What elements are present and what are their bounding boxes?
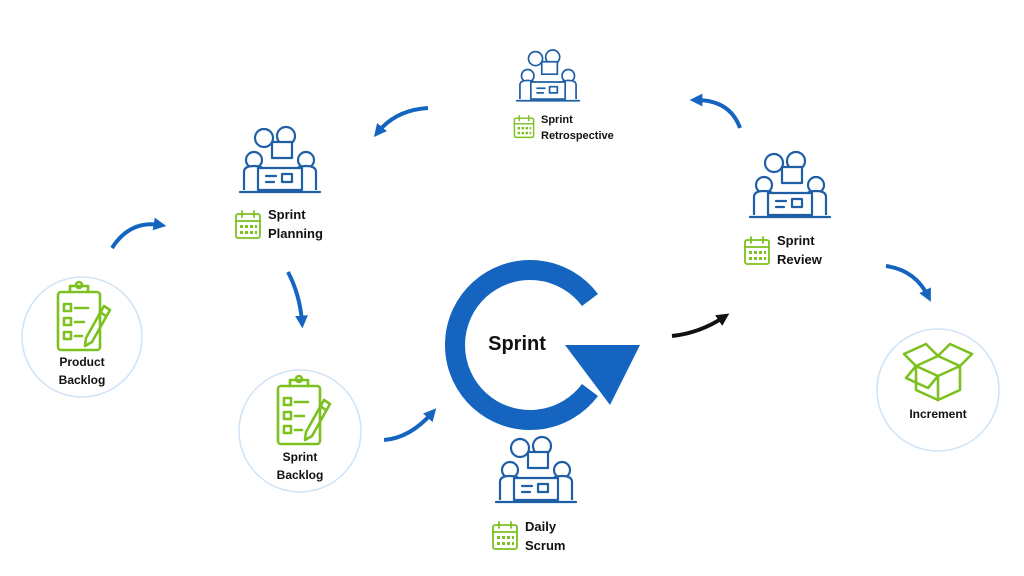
arrow-review-to-retrospective xyxy=(689,93,742,129)
node-label-line1: Daily xyxy=(525,519,557,534)
node-label-line2: Retrospective xyxy=(541,130,614,142)
node-label-line2: Backlog xyxy=(59,373,106,387)
node-label-line1: Sprint xyxy=(283,450,318,464)
node-product-backlog: Product Backlog xyxy=(21,276,143,398)
node-label-line2: Planning xyxy=(268,226,323,241)
node-label-line2: Scrum xyxy=(525,538,565,553)
arrow-planning-to-backlog xyxy=(286,271,308,329)
node-sprint-retrospective: Sprint Retrospective xyxy=(513,49,614,142)
node-daily-scrum: Daily Scrum xyxy=(492,435,578,553)
arrow-sprint-to-review xyxy=(671,313,730,338)
calendar-icon xyxy=(235,210,261,239)
node-label-line1: Sprint xyxy=(777,233,815,248)
node-label-line2: Backlog xyxy=(277,468,324,482)
calendar-icon xyxy=(492,521,518,550)
node-sprint-planning: Sprint Planning xyxy=(235,125,323,241)
calendar-icon xyxy=(513,115,535,139)
arrow-retrospective-to-planning xyxy=(373,106,429,137)
arrow-product-to-planning xyxy=(110,217,167,250)
node-sprint-backlog: Sprint Backlog xyxy=(238,369,362,493)
node-increment: Increment xyxy=(876,328,1000,452)
sprint-cycle: Sprint xyxy=(445,260,640,430)
node-sprint-review: Sprint Review xyxy=(744,150,832,267)
node-label-line2: Review xyxy=(777,252,823,267)
center-label: Sprint xyxy=(488,333,546,355)
flow-arrows xyxy=(110,93,931,442)
node-label-line1: Sprint xyxy=(268,207,306,222)
meeting-team-icon xyxy=(748,150,832,219)
circular-arrow-head-icon xyxy=(565,345,640,405)
meeting-team-icon xyxy=(515,49,581,102)
arrow-review-to-increment xyxy=(885,264,931,302)
arrow-backlog-to-sprint xyxy=(383,408,437,442)
meeting-team-icon xyxy=(494,435,578,504)
node-label: Increment xyxy=(909,407,966,421)
node-label-line1: Product xyxy=(59,355,104,369)
node-label-line1: Sprint xyxy=(541,114,573,126)
circular-arrow-icon xyxy=(445,260,598,430)
meeting-team-icon xyxy=(238,125,322,194)
calendar-icon xyxy=(744,236,770,265)
